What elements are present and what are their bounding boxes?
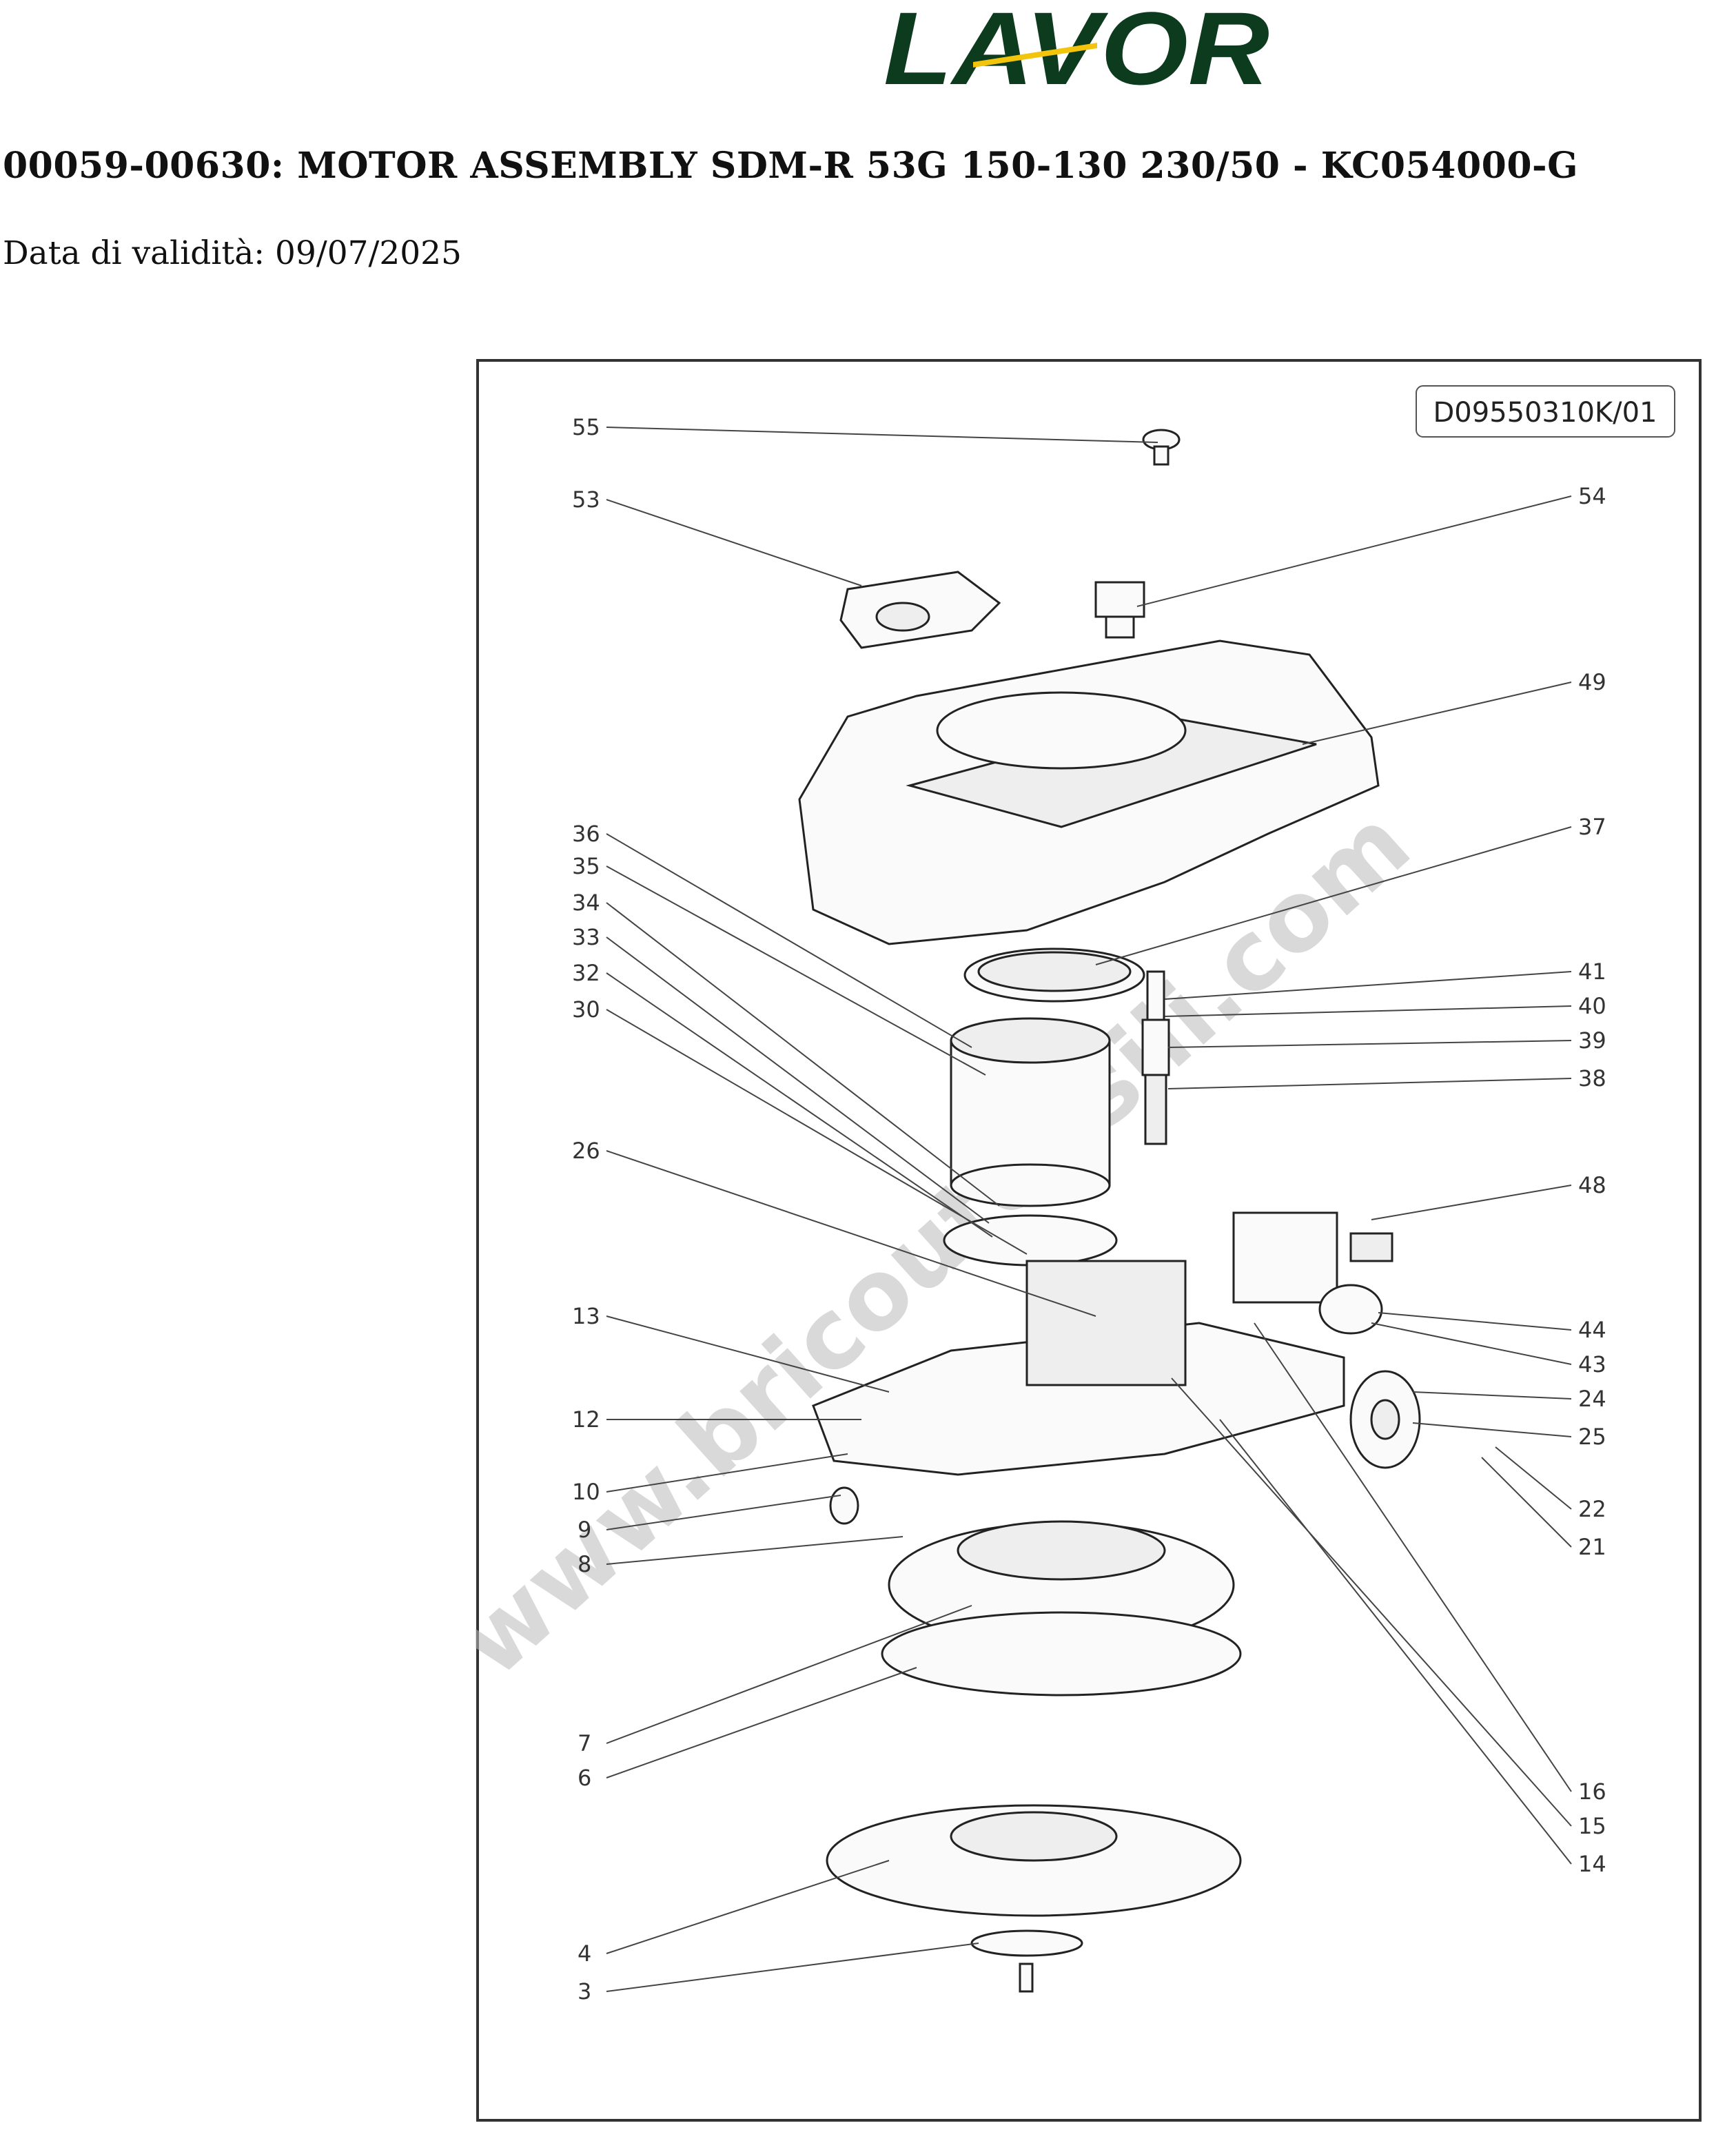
callout-39: 39	[1578, 1027, 1606, 1054]
callout-13: 13	[572, 1303, 600, 1329]
callout-4: 4	[578, 1940, 591, 1967]
switch-54	[1094, 581, 1145, 639]
callouts-left: 55 53 36 35 34 33 32 30 26 13 12 10 9 8 …	[572, 414, 600, 2005]
callout-9: 9	[578, 1517, 591, 1543]
flange-26	[943, 1214, 1118, 1267]
housing-49	[798, 639, 1380, 945]
callout-12: 12	[572, 1406, 600, 1433]
callout-32: 32	[572, 960, 600, 986]
callout-53: 53	[572, 486, 600, 513]
callout-35: 35	[572, 853, 600, 879]
callouts-right: 54 49 37 41 40 39 38 48 44 43 24 25 22 2…	[1578, 483, 1606, 1877]
callout-24: 24	[1578, 1386, 1606, 1412]
hub-3	[970, 1929, 1083, 1993]
callout-33: 33	[572, 924, 600, 950]
callout-36: 36	[572, 821, 600, 847]
callout-14: 14	[1578, 1851, 1606, 1877]
gearbox-48	[1232, 1211, 1393, 1304]
wheel-24	[1349, 1370, 1421, 1469]
leader-lines	[606, 427, 1572, 1992]
callout-43: 43	[1578, 1351, 1606, 1377]
callout-10: 10	[572, 1479, 600, 1505]
callout-55: 55	[572, 414, 600, 440]
callout-41: 41	[1578, 959, 1606, 985]
callout-49: 49	[1578, 669, 1606, 695]
callout-40: 40	[1578, 993, 1606, 1019]
callout-16: 16	[1578, 1779, 1606, 1805]
drawing-code: D09550310K/01	[1433, 397, 1657, 429]
callout-48: 48	[1578, 1172, 1606, 1198]
castor-9	[829, 1486, 859, 1525]
filter-37	[963, 947, 1145, 1003]
callout-25: 25	[1578, 1424, 1606, 1450]
logo-swoosh	[973, 43, 1097, 68]
capacitor-44	[1318, 1284, 1383, 1335]
lavor-logo: LAVOR	[884, 0, 1269, 96]
brush-holder-8	[888, 1520, 1235, 1648]
belt-7	[881, 1611, 1242, 1697]
callout-21: 21	[1578, 1534, 1606, 1560]
callout-37: 37	[1578, 814, 1606, 840]
callout-6: 6	[578, 1765, 591, 1791]
drawing-code-box	[1416, 385, 1675, 438]
callout-44: 44	[1578, 1317, 1606, 1343]
knob-55	[1142, 429, 1181, 466]
callout-54: 54	[1578, 483, 1606, 509]
callout-22: 22	[1578, 1496, 1606, 1522]
callout-7: 7	[578, 1730, 591, 1756]
callout-15: 15	[1578, 1813, 1606, 1839]
callout-8: 8	[578, 1551, 591, 1577]
validity-date: Data di validità: 09/07/2025	[3, 234, 462, 272]
callout-30: 30	[572, 996, 600, 1023]
page-title: 00059-00630: MOTOR ASSEMBLY SDM-R 53G 15…	[3, 145, 1578, 187]
callout-3: 3	[578, 1978, 591, 2005]
callout-34: 34	[572, 890, 600, 916]
motor-30	[950, 1017, 1111, 1207]
cover-53	[839, 571, 1001, 649]
callout-26: 26	[572, 1138, 600, 1164]
exploded-parts-diagram: D09550310K/01 www.bricoutensili.com	[476, 359, 1702, 2122]
chassis-13	[812, 1260, 1345, 1476]
pad-4	[826, 1804, 1242, 1917]
callout-38: 38	[1578, 1065, 1606, 1091]
shaft-38-39	[1141, 970, 1170, 1145]
